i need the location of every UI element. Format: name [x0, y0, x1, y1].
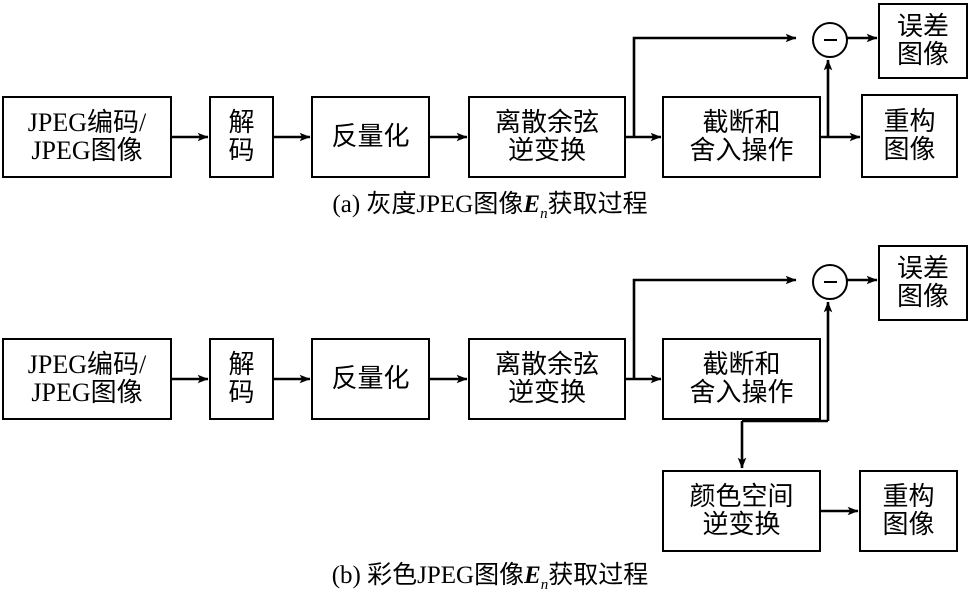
caption-panel-a: (a) 灰度JPEG图像En获取过程	[0, 184, 980, 223]
node-line: 反量化	[331, 364, 410, 394]
node-line: 误差	[896, 254, 949, 284]
node-line: 离散余弦	[494, 350, 599, 380]
node-recon-image-a[interactable]: 重构 图像	[861, 94, 958, 178]
caption-prefix-b: (b)	[331, 562, 361, 589]
caption-before-b: 彩色JPEG图像	[360, 562, 525, 589]
node-line: 重构	[882, 482, 935, 512]
node-idct-b[interactable]: 离散余弦 逆变换	[468, 338, 626, 420]
node-line: JPEG图像	[31, 136, 143, 165]
node-line: 逆变换	[507, 378, 586, 407]
node-idct-a[interactable]: 离散余弦 逆变换	[468, 96, 626, 178]
subtract-node-b[interactable]	[812, 264, 848, 300]
node-decode-b[interactable]: 解 码	[209, 338, 274, 420]
node-line: 截断和	[702, 350, 781, 380]
node-error-image-b[interactable]: 误差 图像	[878, 245, 968, 321]
node-line: 图像	[883, 135, 936, 164]
node-dequantize-a[interactable]: 反量化	[311, 96, 430, 178]
node-recon-image-b[interactable]: 重构 图像	[859, 470, 958, 552]
node-error-image-a[interactable]: 误差 图像	[878, 3, 968, 79]
node-line: 反量化	[331, 122, 410, 152]
caption-after-a: 获取过程	[547, 191, 648, 218]
caption-panel-b: (b) 彩色JPEG图像En获取过程	[0, 555, 980, 594]
node-line: JPEG编码/	[27, 350, 147, 380]
node-line: 码	[228, 378, 255, 407]
node-line: 误差	[896, 12, 949, 42]
node-line: 重构	[883, 107, 936, 137]
caption-symbol-b: E	[524, 562, 541, 589]
node-line: JPEG图像	[31, 378, 143, 407]
node-line: 颜色空间	[689, 482, 794, 512]
node-dequantize-b[interactable]: 反量化	[311, 338, 430, 420]
node-line: 舍入操作	[689, 136, 794, 165]
subtract-node-a[interactable]	[812, 22, 848, 58]
node-line: 解	[228, 108, 255, 138]
node-color-inverse-b[interactable]: 颜色空间 逆变换	[662, 470, 821, 552]
caption-subscript-b: n	[540, 577, 549, 593]
caption-after-b: 获取过程	[548, 562, 649, 589]
node-line: 解	[228, 350, 255, 380]
node-jpeg-source-b[interactable]: JPEG编码/ JPEG图像	[2, 338, 172, 420]
branch-idct-to-subtract-b	[632, 275, 797, 379]
node-line: 舍入操作	[689, 378, 794, 407]
node-clip-round-a[interactable]: 截断和 舍入操作	[662, 96, 821, 178]
node-line: 图像	[896, 282, 949, 311]
caption-subscript-a: n	[540, 206, 548, 222]
minus-icon	[823, 280, 837, 284]
branch-idct-to-subtract	[632, 33, 797, 137]
node-clip-round-b[interactable]: 截断和 舍入操作	[662, 338, 821, 420]
minus-icon	[823, 38, 837, 42]
node-line: 逆变换	[507, 136, 586, 165]
node-jpeg-source-a[interactable]: JPEG编码/ JPEG图像	[2, 96, 172, 178]
caption-prefix-a: (a)	[332, 191, 361, 218]
node-line: 码	[228, 136, 255, 165]
node-line: 逆变换	[702, 510, 781, 539]
node-decode-a[interactable]: 解 码	[209, 96, 274, 178]
node-line: JPEG编码/	[27, 108, 147, 138]
node-line: 图像	[896, 40, 949, 69]
node-line: 离散余弦	[494, 108, 599, 138]
caption-before-a: 灰度JPEG图像	[360, 191, 524, 218]
node-line: 图像	[882, 510, 935, 539]
node-line: 截断和	[702, 108, 781, 138]
caption-symbol-a: E	[523, 191, 541, 218]
